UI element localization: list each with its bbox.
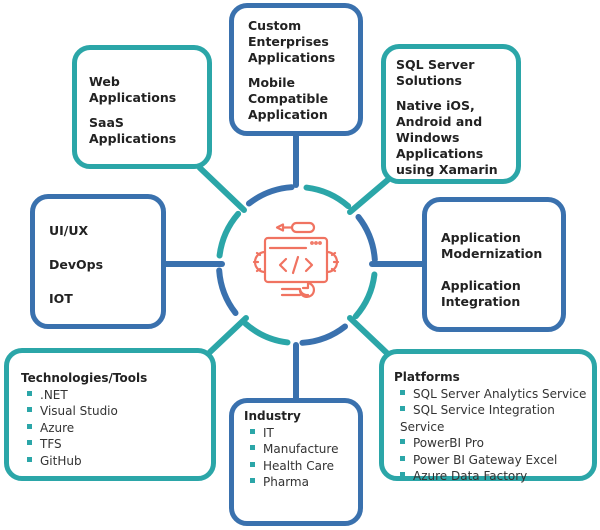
list-item: TFS	[27, 436, 211, 452]
list-item: Health Care	[250, 458, 358, 474]
box-sql-native: SQL Server Solutions Native iOS, Android…	[381, 44, 521, 184]
box-application-modernization: Application Modernization Application In…	[422, 197, 566, 332]
list-item: PowerBI Pro	[400, 435, 592, 451]
ring-arc	[355, 213, 378, 263]
item: Custom Enterprises Applications	[248, 18, 336, 65]
item: Application Integration	[441, 278, 521, 309]
list-item: Visual Studio	[27, 403, 211, 419]
ring-arc	[299, 323, 349, 346]
box-title: Industry	[244, 409, 301, 423]
box-uiux-devops-iot: UI/UX DevOps IOT	[30, 194, 166, 329]
list-item: Pharma	[250, 474, 358, 490]
item: UI/UX	[49, 223, 89, 238]
item: Application Modernization	[441, 230, 543, 261]
box-platforms: Platforms SQL Server Analytics Service S…	[379, 349, 597, 484]
code-window-icon	[252, 221, 340, 298]
list-item: Power BI Gateway Excel	[400, 452, 592, 468]
ring-arc	[245, 184, 295, 207]
item: Native iOS, Android and Windows Applicat…	[396, 98, 498, 177]
list-item: IT	[250, 425, 358, 441]
list-item: SQL Service Integration Service	[400, 402, 592, 435]
item: Web Applications	[89, 74, 177, 105]
ring-arc	[352, 271, 378, 320]
item: SQL Server Solutions	[396, 57, 475, 88]
list-item: .NET	[27, 387, 211, 403]
box-technologies-tools: Technologies/Tools .NET Visual Studio Az…	[4, 348, 216, 481]
item: Mobile Compatible Application	[248, 75, 329, 122]
list-item: GitHub	[27, 453, 211, 469]
item: DevOps	[49, 257, 104, 272]
box-custom-applications: Custom Enterprises Applications Mobile C…	[229, 3, 363, 136]
list-item: Azure Data Factory	[400, 468, 592, 484]
ring-arc	[242, 320, 291, 346]
list-item: Manufacture	[250, 441, 358, 457]
item: SaaS Applications	[89, 115, 177, 146]
ring-arc	[216, 210, 242, 259]
connector-bottom-left	[207, 315, 249, 355]
box-title: Technologies/Tools	[21, 371, 148, 385]
box-web-applications: Web Applications SaaS Applications	[72, 45, 212, 169]
list-item: SQL Server Analytics Service	[400, 386, 592, 402]
ring-arc	[303, 184, 352, 210]
ring-arc	[216, 267, 239, 317]
box-industry: Industry IT Manufacture Health Care Phar…	[229, 398, 363, 526]
list-item: Azure	[27, 420, 211, 436]
connector-top-left	[197, 165, 247, 213]
item: IOT	[49, 291, 73, 306]
connector-bottom-right	[347, 315, 393, 359]
box-title: Platforms	[394, 370, 460, 384]
connector-top-right	[347, 175, 393, 215]
